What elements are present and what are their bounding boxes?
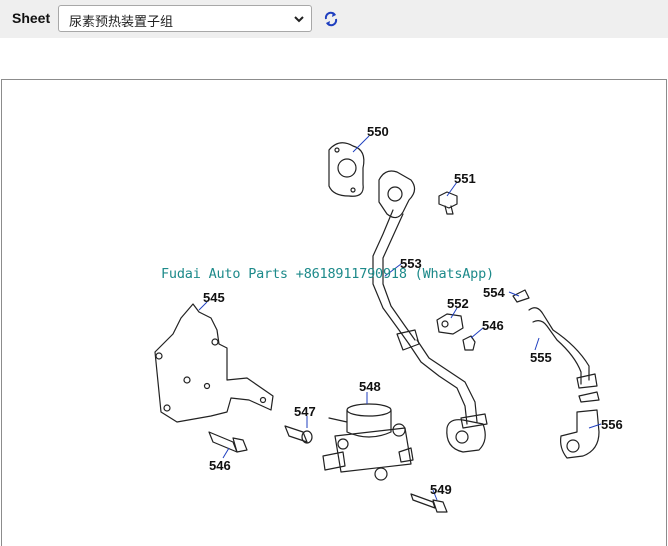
part-546-nut [462, 335, 476, 351]
part-548-pump [322, 403, 414, 481]
callout-549: 549 [430, 482, 452, 497]
sheet-select[interactable]: 尿素预热装置子组 [58, 5, 312, 32]
part-551-bolt [438, 191, 458, 215]
part-550-gasket [328, 142, 365, 197]
callout-555: 555 [530, 350, 552, 365]
callout-554: 554 [483, 285, 505, 300]
part-553-pipe [372, 170, 488, 453]
part-547-sleeve [284, 425, 313, 444]
callout-547: 547 [294, 404, 316, 419]
parts-diagram: 550 551 553 545 552 554 546 555 548 547 … [1, 79, 667, 546]
spacer-band [0, 38, 668, 79]
sheet-label: Sheet [12, 10, 51, 26]
callout-550: 550 [367, 124, 389, 139]
watermark-text: Fudai Auto Parts +8618911790918 (WhatsAp… [161, 266, 494, 282]
callout-553: 553 [400, 256, 422, 271]
part-549-bolt [410, 493, 448, 513]
callout-548: 548 [359, 379, 381, 394]
part-554-fitting [512, 289, 530, 303]
refresh-icon[interactable] [322, 10, 340, 28]
toolbar: Sheet 尿素预热装置子组 [0, 0, 668, 38]
callout-546-top: 546 [482, 318, 504, 333]
callout-546-bottom: 546 [209, 458, 231, 473]
diagram-canvas: 550 551 553 545 552 554 546 555 548 547 … [154, 124, 623, 513]
part-556-elbow [560, 391, 600, 459]
part-552-clip [436, 313, 464, 335]
sheet-select-value: 尿素预热装置子组 [69, 15, 174, 30]
callout-552: 552 [447, 296, 469, 311]
part-545-bracket [154, 303, 274, 423]
part-546-bolt-lower [208, 431, 248, 453]
callout-551: 551 [454, 171, 476, 186]
part-555-hose [528, 307, 598, 389]
callout-556: 556 [601, 417, 623, 432]
callout-545: 545 [203, 290, 225, 305]
chevron-down-icon [294, 16, 304, 23]
